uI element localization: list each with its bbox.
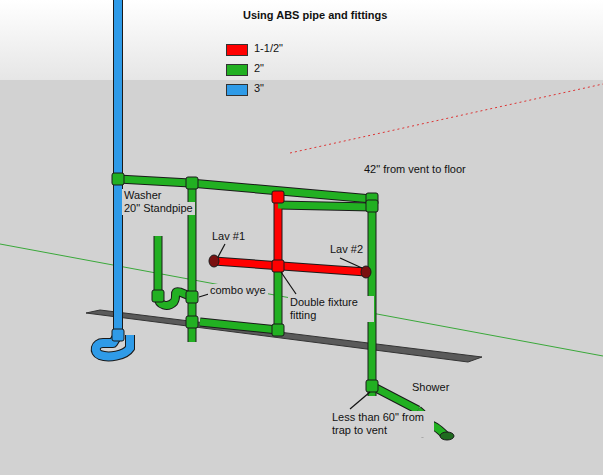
pipe-fitting xyxy=(366,380,378,392)
fitting-label: Double fixture fitting xyxy=(288,296,374,322)
fixture-label: Lav #1 xyxy=(210,230,247,243)
legend-title: Using ABS pipe and fittings xyxy=(243,9,387,21)
legend-text: 2" xyxy=(254,62,264,74)
legend-text: 3" xyxy=(254,82,264,94)
fixture-label: Lav #2 xyxy=(328,243,365,256)
fitting-label: combo wye xyxy=(208,284,268,297)
standpipe xyxy=(155,236,162,296)
lav-drain xyxy=(200,270,278,330)
fixture-label: Washer xyxy=(122,189,164,202)
dimension-note: 42" from vent to floor xyxy=(362,163,468,176)
pipe-outline xyxy=(103,0,118,343)
lav-stub xyxy=(209,255,219,267)
pipe-fitting xyxy=(112,329,124,341)
pipe-fitting xyxy=(112,173,124,185)
pipe-fitting xyxy=(152,290,164,302)
legend-swatch xyxy=(226,64,248,76)
pipe-fitting xyxy=(186,177,198,189)
leader-line xyxy=(281,272,296,294)
pipe-outline xyxy=(118,179,418,410)
shower-drain xyxy=(440,432,454,440)
legend-swatch xyxy=(226,84,248,96)
fixture-label: 20" Standpipe xyxy=(122,202,195,215)
dimension-note: Less than 60" from trap to vent xyxy=(330,411,434,437)
pipe-outline xyxy=(200,270,278,330)
pipe-fitting xyxy=(272,260,284,272)
pipe-fitting xyxy=(366,200,378,212)
vent-branch xyxy=(278,205,372,207)
sky xyxy=(0,0,603,80)
pipe-fitting xyxy=(186,316,198,328)
lav-stub xyxy=(361,266,371,278)
ground xyxy=(0,80,603,475)
leader-line xyxy=(218,244,225,257)
pipe-fitting xyxy=(272,324,284,336)
pipe-outline xyxy=(154,236,163,296)
vent-main xyxy=(118,179,418,410)
floor-strip xyxy=(86,310,482,362)
stack-3in xyxy=(103,0,118,343)
pipe-fitting xyxy=(272,191,284,203)
red-axis xyxy=(290,84,603,153)
lav-arm xyxy=(214,261,366,272)
pipe-outline xyxy=(278,205,372,207)
legend-swatch xyxy=(226,44,248,56)
pipe-outline xyxy=(214,261,366,272)
fixture-label: Shower xyxy=(410,381,451,394)
leader-line xyxy=(340,258,362,268)
leader-line xyxy=(350,392,370,409)
legend-text: 1-1/2" xyxy=(254,42,283,54)
pipe-fitting xyxy=(186,291,198,303)
